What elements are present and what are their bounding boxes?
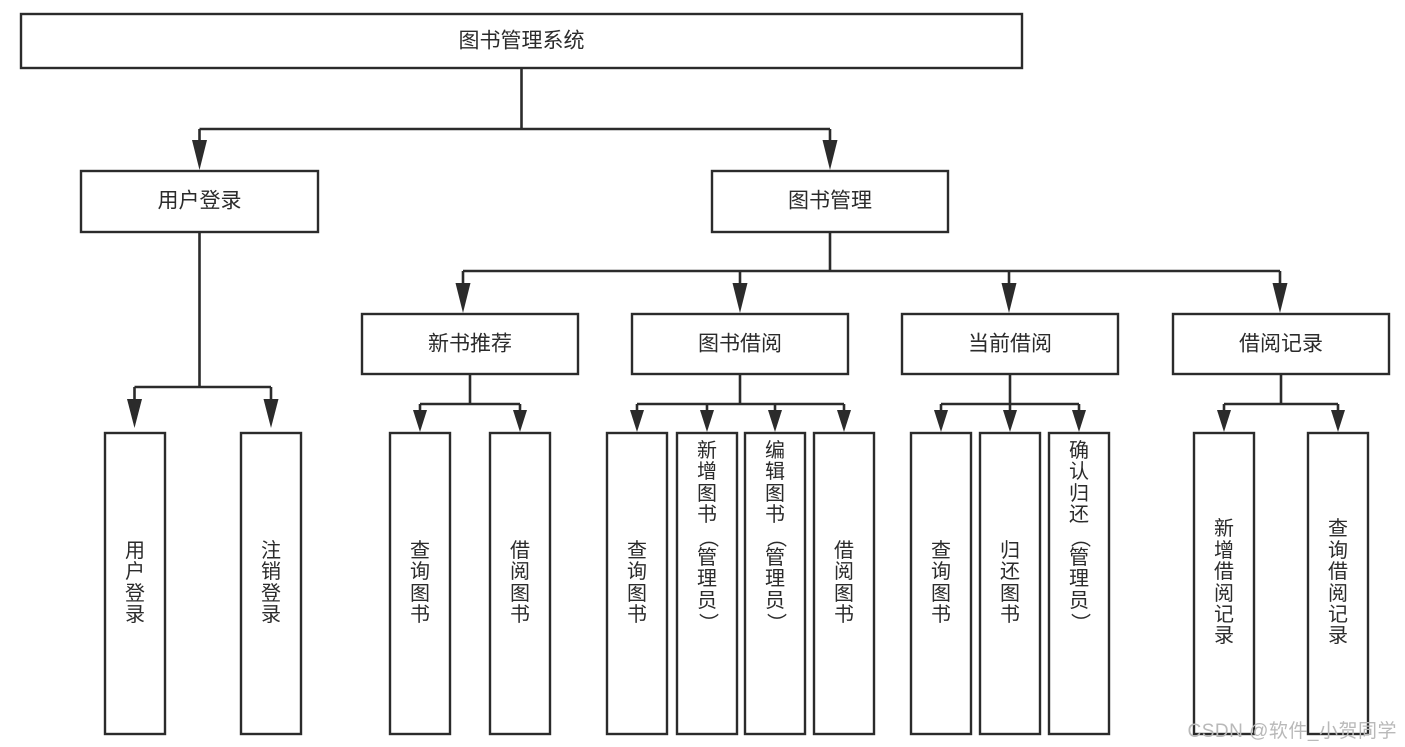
arrow-bb-leaf4 [837,410,851,432]
node-book-manage[interactable]: 图书管理 [710,169,950,234]
connector-group-book-borrow [630,374,851,432]
arrow-nbr-leaf2 [513,410,527,432]
arrow-br-leaf2 [1331,410,1345,432]
leaf-borrow-book-2-box[interactable] [812,431,876,736]
leaf-query-book-2-box[interactable] [605,431,669,736]
leaf-return-book-box[interactable] [978,431,1042,736]
arrow-bb-leaf3 [768,410,782,432]
node-book-borrow[interactable]: 图书借阅 [630,312,850,376]
arrow-user-login-leaf1 [127,399,142,428]
arrow-nbr-leaf1 [413,410,427,432]
node-new-book-recommend-label: 新书推荐 [428,333,512,356]
leaf-add-record-box[interactable] [1192,431,1256,736]
arrow-cb-leaf2 [1003,410,1017,432]
arrow-bm-book-borrow [732,283,748,313]
node-current-borrow-label: 当前借阅 [968,333,1052,356]
node-root-label: 图书管理系统 [459,30,585,53]
node-new-book-recommend-box[interactable] [360,312,580,376]
arrow-br-leaf1 [1217,410,1231,432]
connector-group-new-book-recommend [413,374,527,432]
node-borrow-record-label: 借阅记录 [1239,333,1323,356]
arrow-user-login-leaf2 [263,399,279,428]
connector-group-book-manage [455,232,1288,313]
node-book-borrow-box[interactable] [630,312,850,376]
leaf-boxes [103,431,1370,736]
arrow-cb-leaf1 [934,410,948,432]
connector-group-borrow-record [1217,374,1345,432]
node-book-manage-box[interactable] [710,169,950,234]
arrow-bm-new-book-recommend [455,283,471,313]
leaf-edit-book-box[interactable] [743,431,807,736]
node-current-borrow[interactable]: 当前借阅 [900,312,1120,376]
arrow-root-to-book-manage [822,140,838,170]
node-current-borrow-box[interactable] [900,312,1120,376]
node-user-login[interactable]: 用户登录 [79,169,320,234]
node-borrow-record[interactable]: 借阅记录 [1171,312,1391,376]
arrow-root-to-user-login [192,140,207,170]
arrow-bm-borrow-record [1272,283,1288,313]
node-root[interactable]: 图书管理系统 [19,12,1024,70]
node-user-login-label: 用户登录 [158,190,242,213]
leaf-add-book-box[interactable] [675,431,739,736]
leaf-borrow-book-1-box[interactable] [488,431,552,736]
arrow-bb-leaf1 [630,410,644,432]
arrow-bm-current-borrow [1001,283,1017,313]
connector-group-root [192,68,838,170]
leaf-query-book-3-box[interactable] [909,431,973,736]
connector-group-user-login [127,232,279,428]
leaf-user-login-box[interactable] [103,431,167,736]
leaf-query-book-1-box[interactable] [388,431,452,736]
leaf-query-record-box[interactable] [1306,431,1370,736]
node-book-manage-label: 图书管理 [788,190,872,213]
node-new-book-recommend[interactable]: 新书推荐 [360,312,580,376]
arrow-cb-leaf3 [1072,410,1086,432]
connector-group-current-borrow [934,374,1086,432]
node-borrow-record-box[interactable] [1171,312,1391,376]
leaf-confirm-return-box[interactable] [1047,431,1111,736]
leaf-user-logout-box[interactable] [239,431,303,736]
node-book-borrow-label: 图书借阅 [698,333,782,356]
node-user-login-box[interactable] [79,169,320,234]
arrow-bb-leaf2 [700,410,714,432]
node-root-box[interactable] [19,12,1024,70]
